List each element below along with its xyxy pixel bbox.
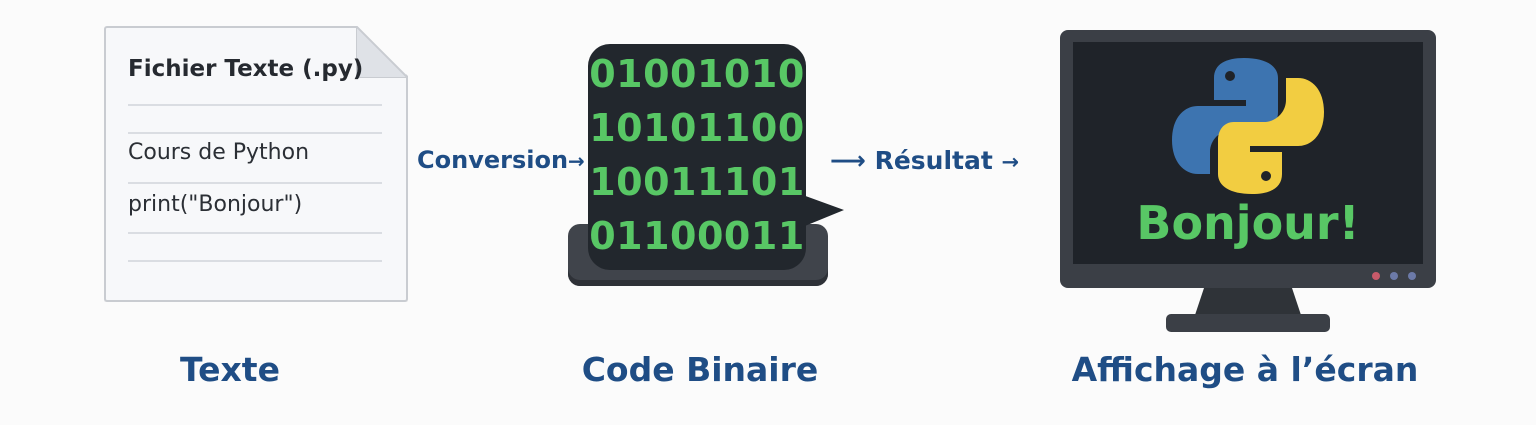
result-text: Résultat — [874, 146, 993, 175]
caption-text: Texte — [180, 350, 280, 389]
status-led-icon — [1408, 272, 1416, 280]
binary-row: 01001010 — [589, 52, 805, 96]
conversion-text: Conversion — [417, 146, 569, 174]
arrow-right-icon: → — [1001, 150, 1020, 174]
arrow-right-icon: → — [568, 149, 585, 173]
result-label: ⟶ Résultat → — [830, 146, 1019, 175]
speech-tail-icon — [800, 194, 844, 228]
status-led-icon — [1372, 272, 1380, 280]
conversion-label: Conversion→ — [417, 146, 585, 174]
document-rule — [128, 104, 382, 106]
document-rule — [128, 132, 382, 134]
code-line-comment: Cours de Python — [128, 140, 310, 165]
page-fold-icon — [356, 26, 408, 78]
monitor-foot — [1166, 314, 1330, 332]
file-title: Fichier Texte (.py) — [128, 56, 364, 82]
code-line-print: print("Bonjour") — [128, 192, 303, 217]
binary-row: 10101100 — [589, 106, 805, 150]
document-rule — [128, 232, 382, 234]
caption-display: Affichage à l’écran — [1071, 350, 1419, 389]
status-led-icon — [1390, 272, 1398, 280]
binary-row: 10011101 — [589, 160, 805, 204]
binary-code-panel — [588, 44, 806, 270]
document-rule — [128, 260, 382, 262]
binary-row: 01100011 — [589, 214, 805, 258]
monitor-stand-icon — [1194, 288, 1302, 318]
python-logo-icon — [1172, 58, 1324, 194]
document-rule — [128, 182, 382, 184]
screen-output-text: Bonjour! — [1136, 196, 1360, 250]
long-arrow-right-icon: ⟶ — [830, 146, 866, 175]
caption-binary: Code Binaire — [581, 350, 819, 389]
